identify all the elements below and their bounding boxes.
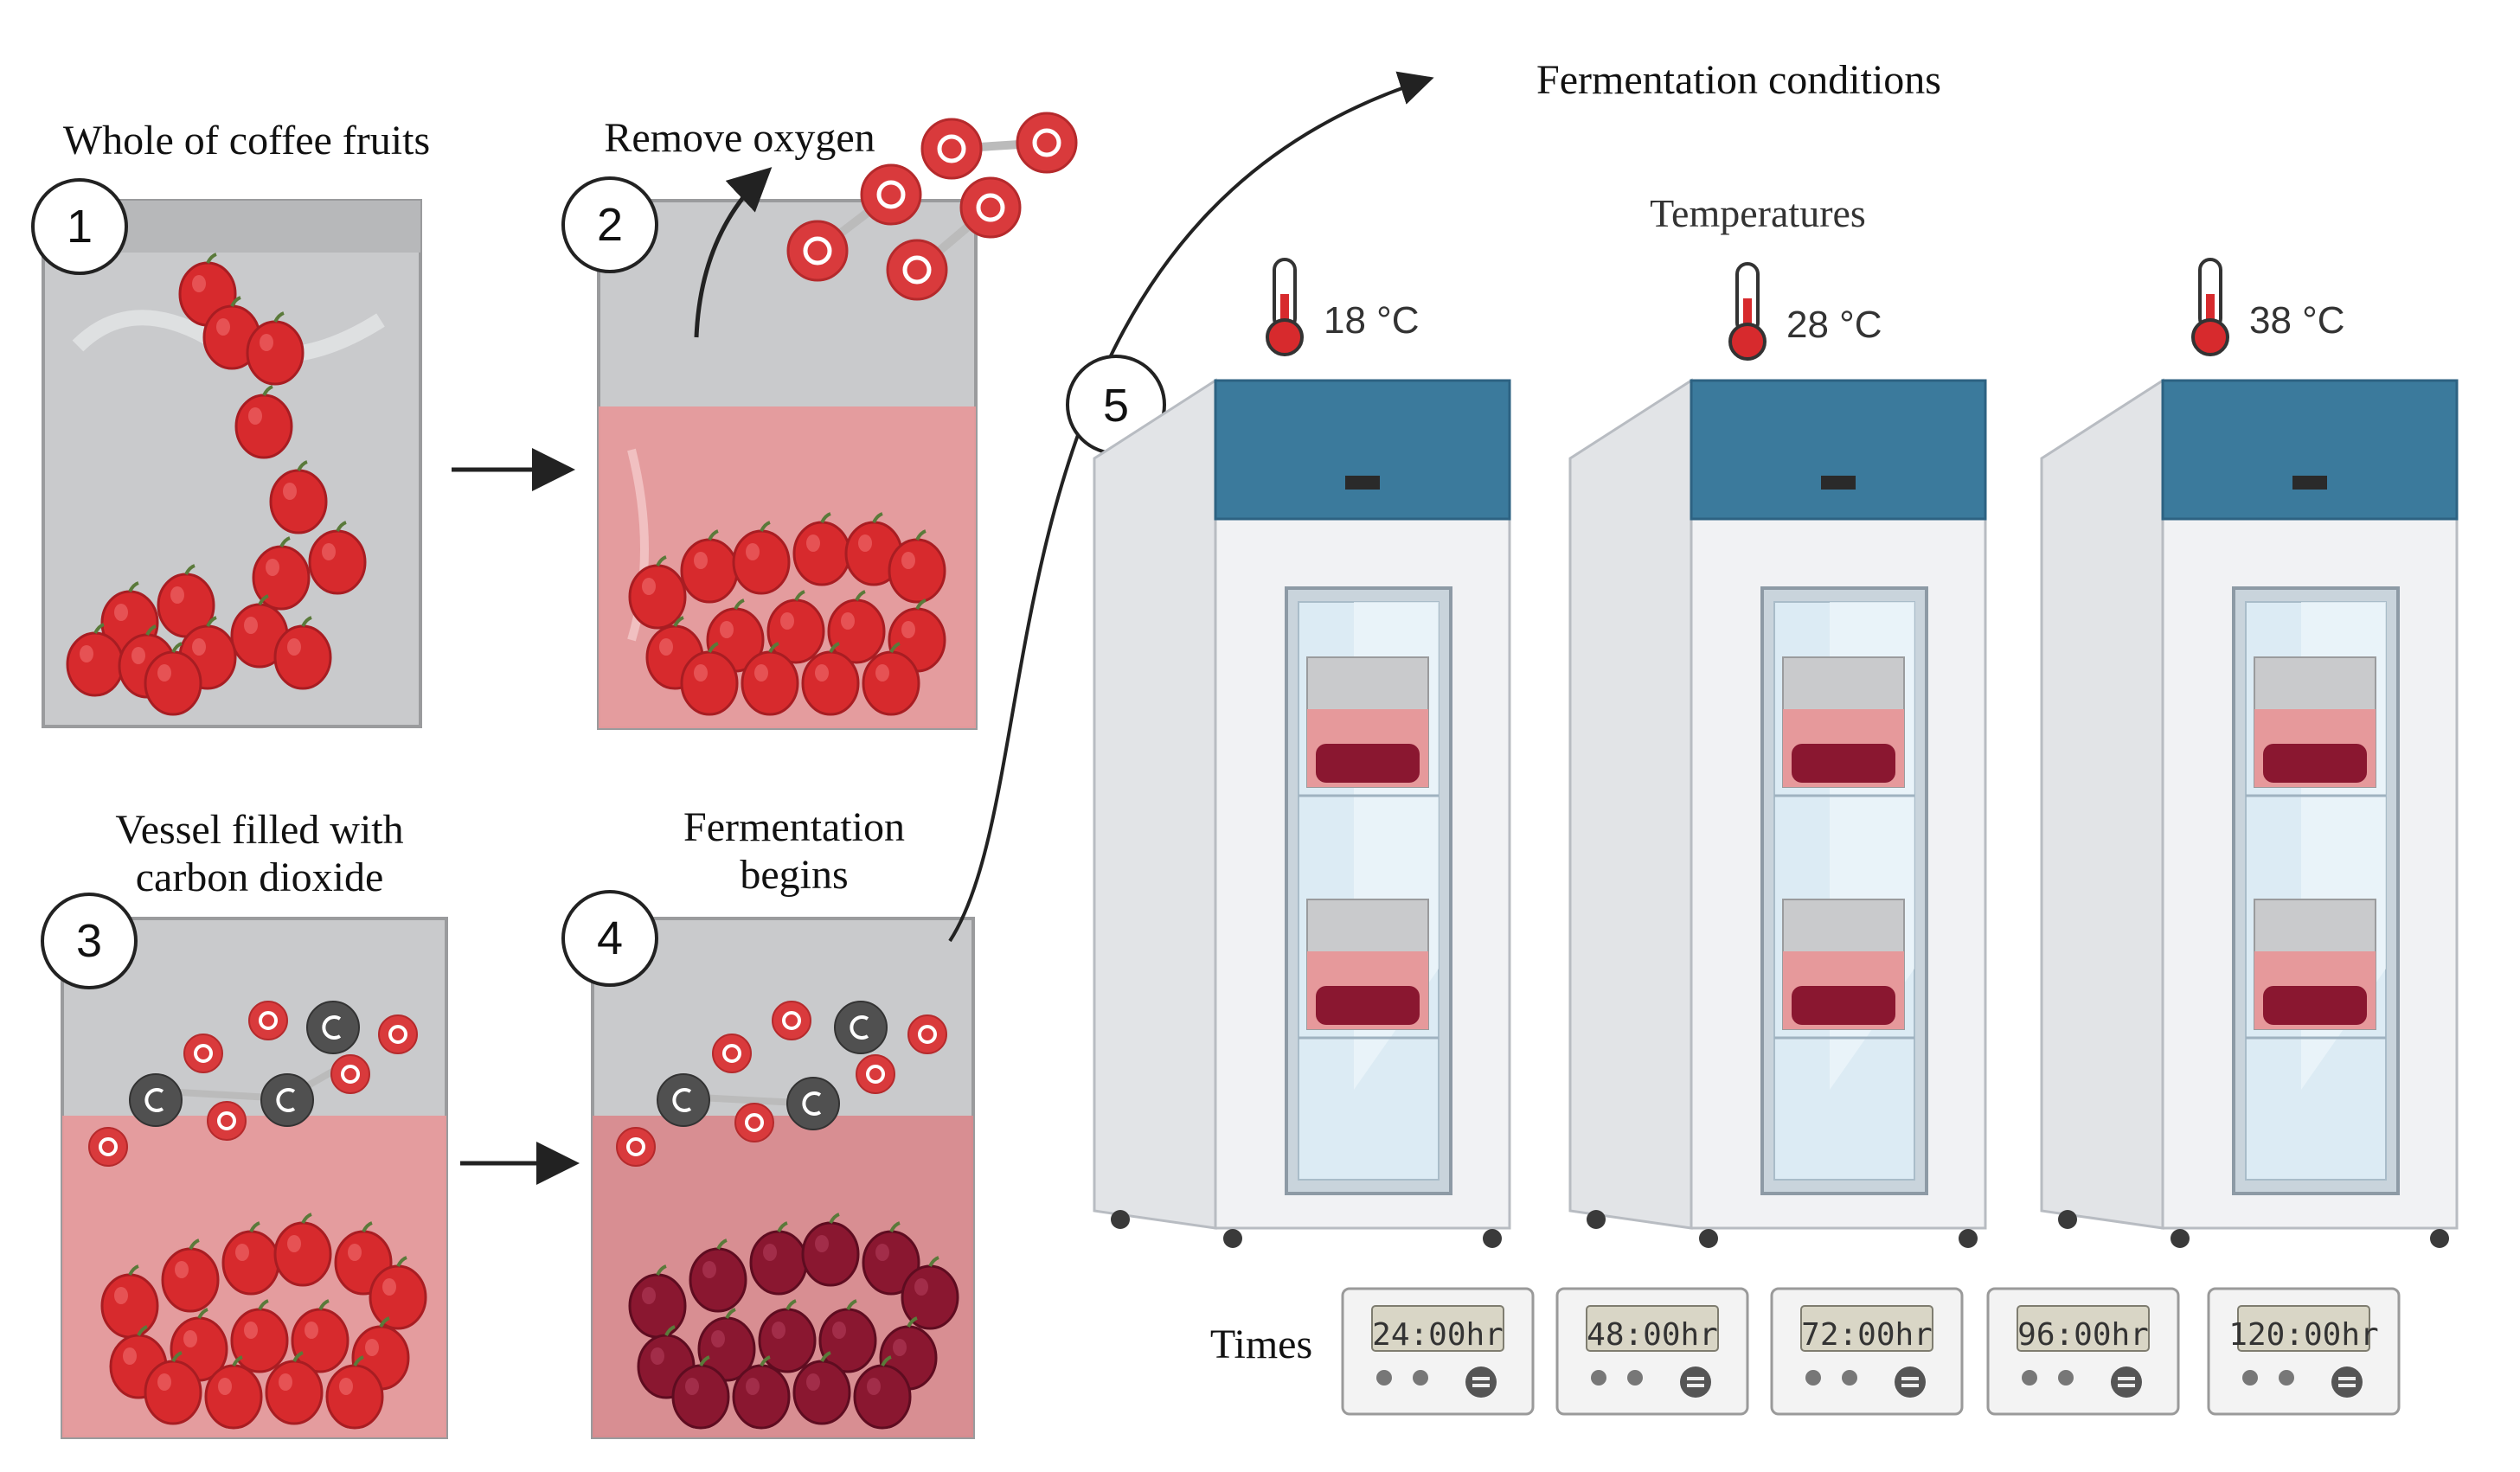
conditions-title: Fermentation conditions — [1536, 57, 1941, 103]
arrow-to-conditions — [948, 71, 1434, 943]
step-4-label-line2: begins — [740, 852, 848, 898]
timer-48h: 48:00hr — [1555, 1287, 1749, 1416]
time-96: 96:00hr — [2017, 1317, 2149, 1353]
time-72: 72:00hr — [1801, 1317, 1933, 1353]
step-3: Vessel filled with carbon dioxide — [41, 807, 448, 1439]
step-2-label: Remove oxygen — [604, 115, 875, 161]
step-1-label: Whole of coffee fruits — [63, 118, 430, 163]
step-3-label-line1: Vessel filled with — [115, 807, 403, 853]
step-4: Fermentation begins — [561, 804, 975, 1439]
step-4-label-line1: Fermentation — [683, 804, 905, 850]
bag-1 — [42, 199, 422, 728]
step-4-number: 4 — [597, 912, 623, 964]
thermometer-icon — [2191, 258, 2229, 356]
step-2: Remove oxygen 2 — [561, 113, 1076, 730]
time-24: 24:00hr — [1372, 1317, 1504, 1353]
temperature-18: 18 °C — [1324, 299, 1420, 342]
step-5-number: 5 — [1103, 380, 1129, 432]
incubator-38c: 38 °C — [2040, 258, 2459, 1250]
timer-24h: 24:00hr — [1341, 1287, 1535, 1416]
incubator-18c: 18 °C — [1093, 258, 1511, 1250]
temperatures-label: Temperatures — [1650, 191, 1866, 235]
timer-96h: 96:00hr — [1986, 1287, 2180, 1416]
step-3-number: 3 — [76, 915, 102, 967]
bag-4 — [591, 917, 975, 1439]
oxygen-exit-arrow — [694, 167, 773, 338]
step-2-number: 2 — [597, 199, 623, 251]
thermometer-icon — [1728, 262, 1767, 361]
time-48: 48:00hr — [1587, 1317, 1718, 1353]
step-1: Whole of coffee fruits 1 — [31, 118, 430, 728]
bag-3 — [61, 917, 448, 1439]
temperature-28: 28 °C — [1786, 304, 1882, 346]
step-1-number: 1 — [67, 201, 93, 253]
timer-120h: 120:00hr — [2207, 1287, 2401, 1416]
timer-72h: 72:00hr — [1770, 1287, 1964, 1416]
temperature-38: 38 °C — [2249, 299, 2345, 342]
time-120: 120:00hr — [2228, 1317, 2378, 1353]
times-label: Times — [1210, 1322, 1312, 1367]
incubator-28c: 28 °C — [1568, 262, 1987, 1250]
oxygen-molecules — [788, 113, 1076, 299]
thermometer-icon — [1266, 258, 1304, 356]
step-3-label-line2: carbon dioxide — [136, 854, 384, 900]
